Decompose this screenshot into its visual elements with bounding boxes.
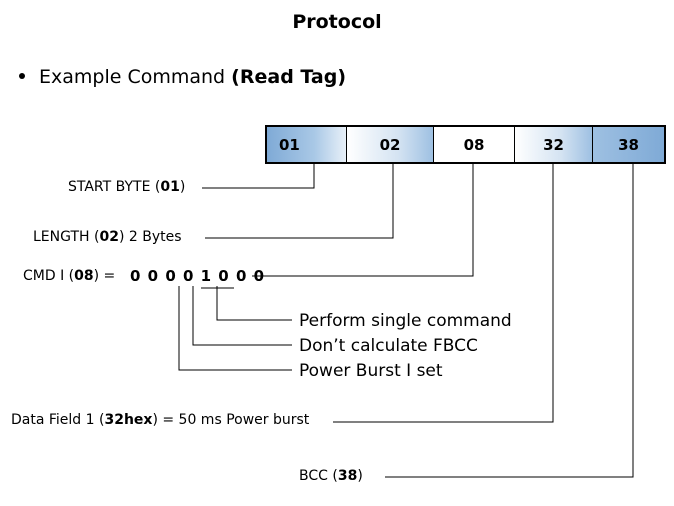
frame-cell-bcc: 38 [593, 127, 664, 162]
label-data-field-bold: 32hex [104, 412, 153, 428]
label-bcc-pre: BCC ( [299, 468, 338, 484]
label-length-pre: LENGTH ( [33, 229, 100, 245]
label-length-bold: 02 [99, 229, 119, 245]
bullet-prefix: Example Command [39, 66, 232, 88]
frame-cell-cmd: 08 [434, 127, 515, 162]
connector-data-field [333, 164, 554, 423]
label-bcc-bold: 38 [337, 468, 358, 484]
label-bcc: BCC (38) [299, 468, 363, 484]
connector-length [205, 164, 394, 239]
label-bcc-post: ) [357, 468, 363, 484]
frame-cell-start: 01 [267, 127, 347, 162]
connector-bcc [385, 164, 634, 478]
bit-desc-perform: Perform single command [299, 311, 512, 331]
label-data-field: Data Field 1 (32hex) = 50 ms Power burst [11, 412, 309, 428]
label-length-post: ) 2 Bytes [118, 229, 182, 245]
connector-bit-power [178, 286, 292, 371]
label-start-byte-bold: 01 [160, 179, 180, 195]
bullet-dot [19, 73, 25, 79]
frame-cell-data: 32 [515, 127, 593, 162]
cmd-bits: 0 0 0 0 1 0 0 0 [130, 267, 266, 285]
bit-desc-power: Power Burst I set [299, 361, 443, 381]
label-length: LENGTH (02) 2 Bytes [33, 229, 182, 245]
frame-cell-length: 02 [347, 127, 434, 162]
label-start-byte-pre: START BYTE ( [68, 179, 161, 195]
bullet-bold: (Read Tag) [231, 66, 347, 88]
connector-start-byte [202, 164, 315, 189]
page-title: Protocol [292, 11, 382, 33]
label-data-field-pre: Data Field 1 ( [11, 412, 105, 428]
connector-bit-perform [216, 286, 292, 321]
label-cmd-pre: CMD I ( [23, 268, 75, 284]
connector-bit-fbcc [192, 286, 292, 346]
label-cmd: CMD I (08) = [23, 268, 115, 284]
bit-desc-fbcc: Don’t calculate FBCC [299, 336, 478, 356]
protocol-frame: 01 02 08 32 38 [265, 125, 666, 164]
bullet-text: Example Command (Read Tag) [39, 66, 346, 88]
label-data-field-post: ) = 50 ms Power burst [152, 412, 310, 428]
label-cmd-bold: 08 [74, 268, 94, 284]
label-start-byte: START BYTE (01) [68, 179, 185, 195]
label-start-byte-post: ) [179, 179, 186, 195]
connector-cmd [252, 164, 474, 277]
label-cmd-post: ) = [93, 268, 116, 284]
